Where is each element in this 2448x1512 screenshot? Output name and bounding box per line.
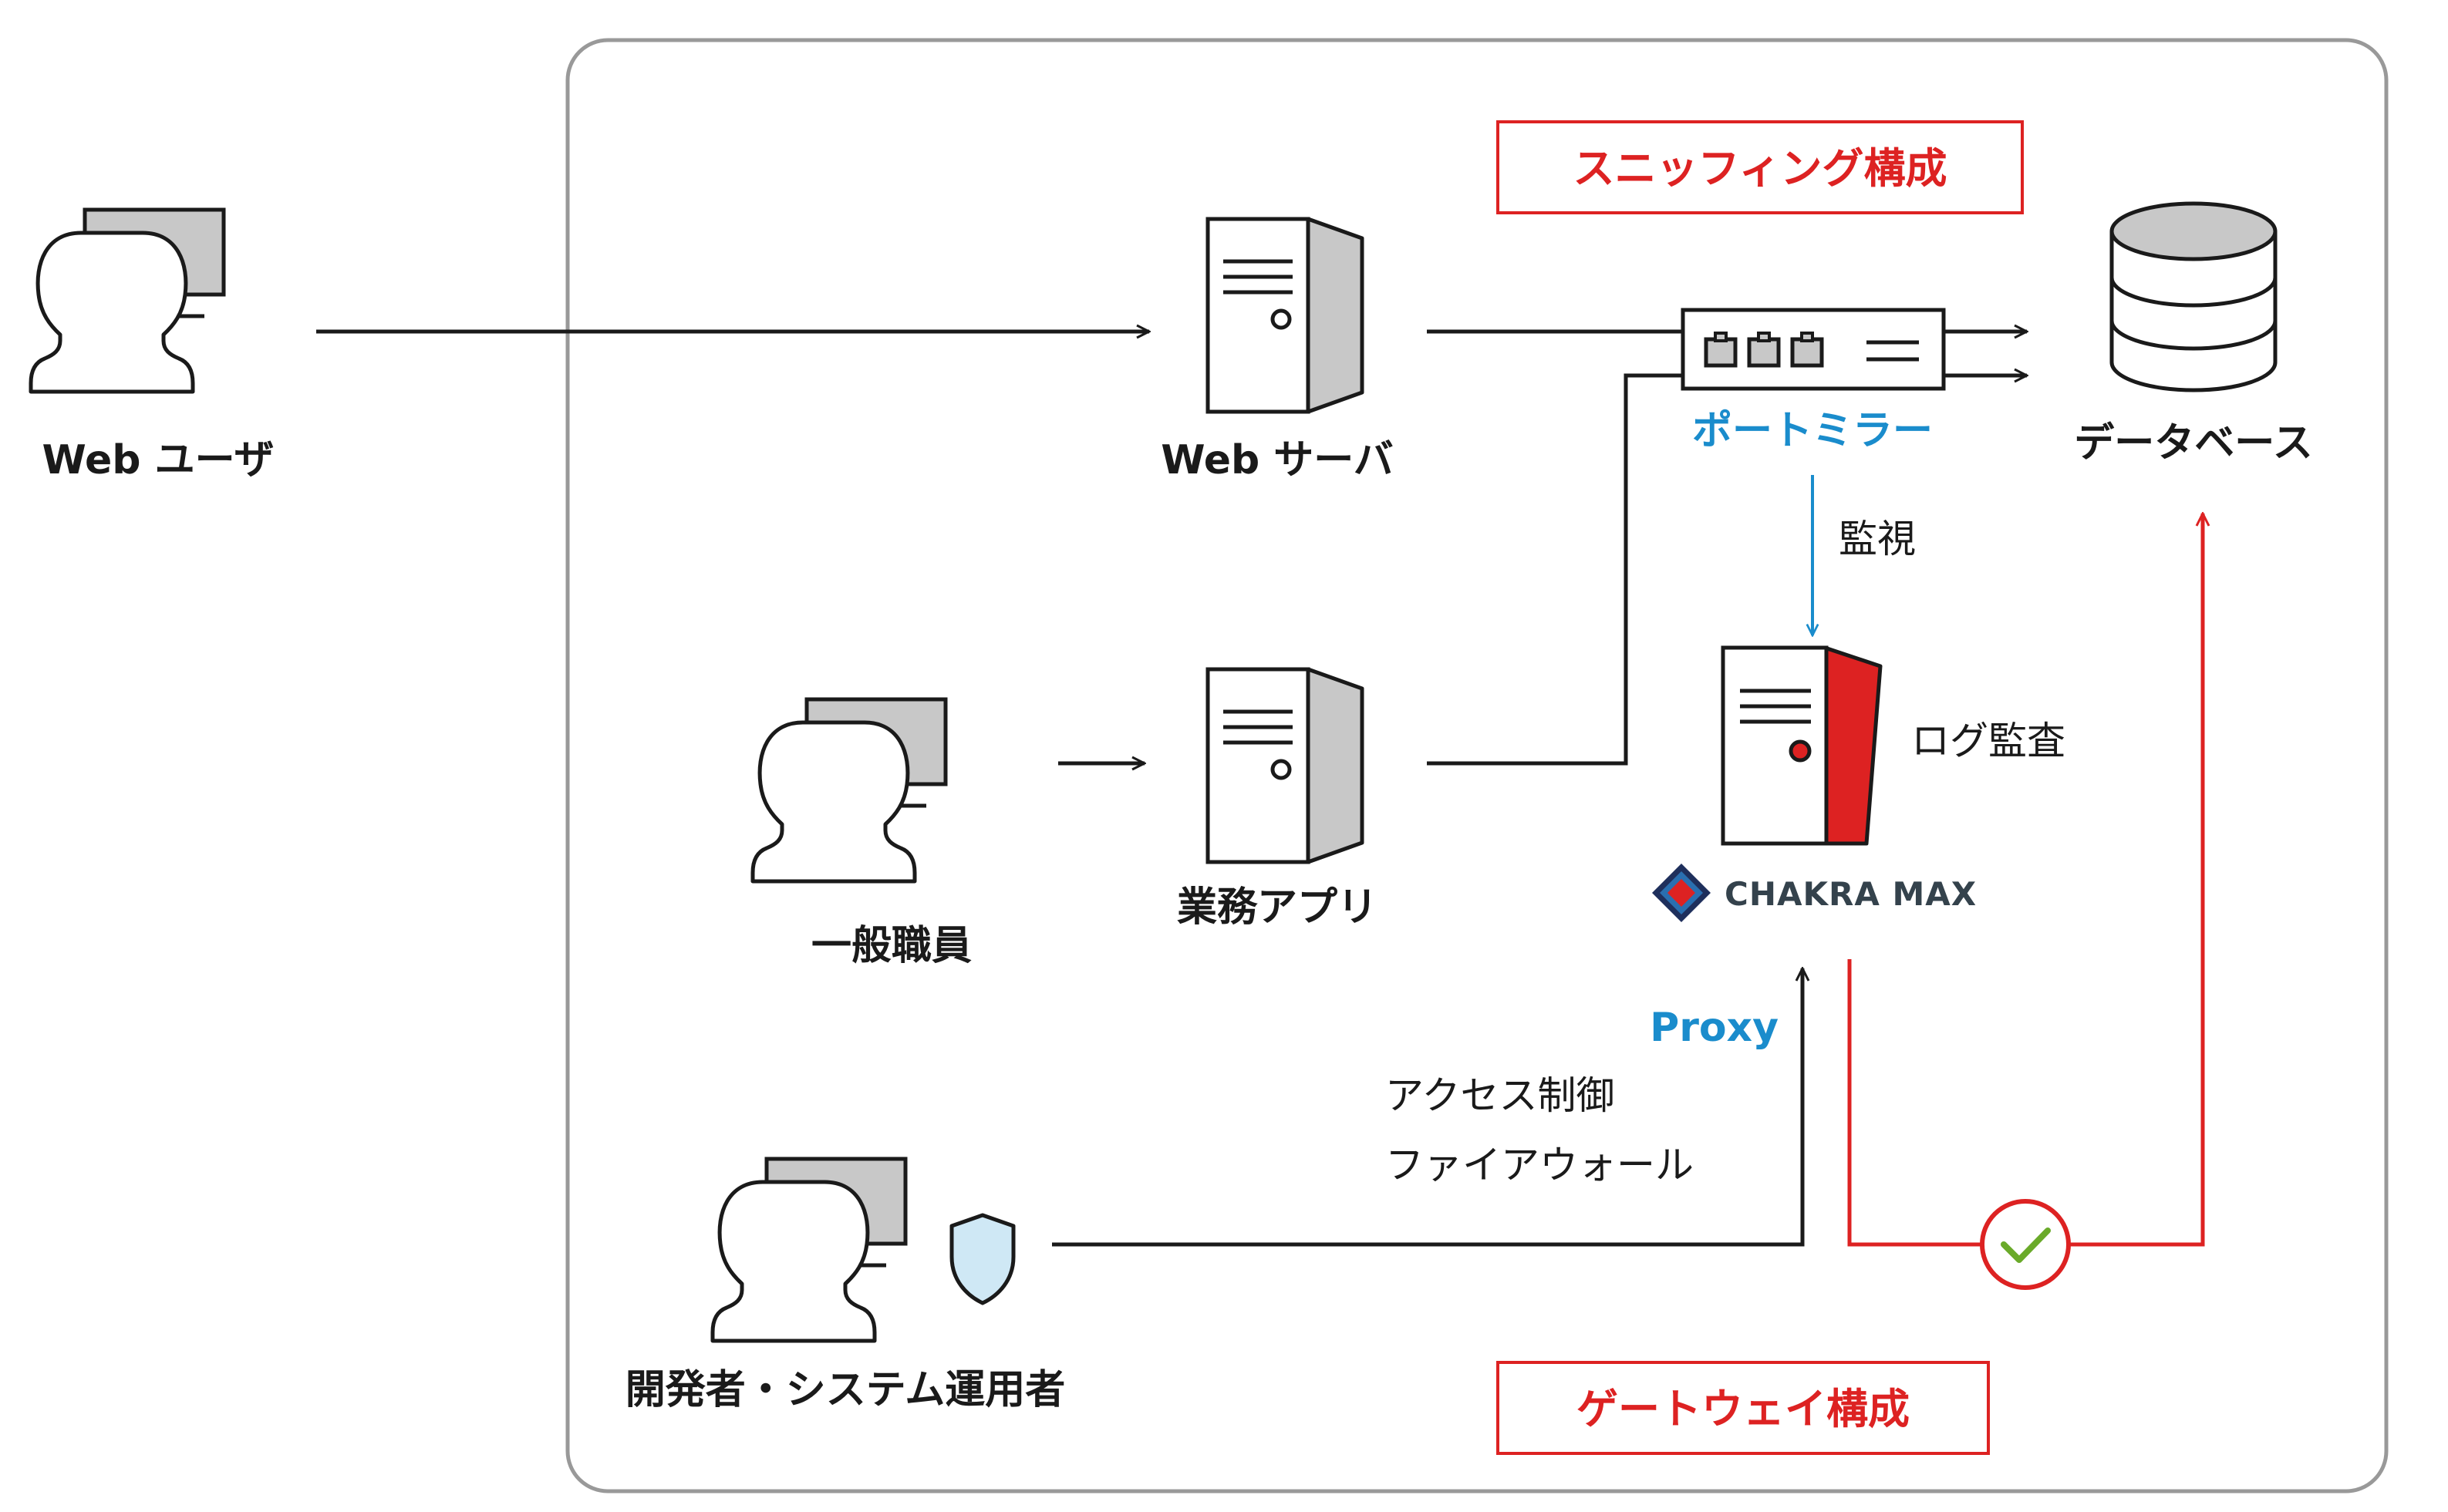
firewall-label: ファイアウォール bbox=[1385, 1143, 1694, 1187]
developer-icon bbox=[713, 1159, 905, 1341]
check-icon bbox=[1980, 1199, 2071, 1290]
developer-label: 開発者・システム運用者 bbox=[625, 1367, 1065, 1413]
access-control-label: アクセス制御 bbox=[1385, 1073, 1615, 1118]
chakra-max-brand: CHAKRA MAX bbox=[1725, 875, 1977, 913]
sniffing-config-text: スニッフィング構成 bbox=[1573, 144, 1947, 193]
business-app-icon bbox=[1208, 669, 1362, 862]
database-label: データベース bbox=[2074, 420, 2312, 466]
monitoring-label: 監視 bbox=[1839, 517, 1916, 561]
gateway-config-text: ゲートウェイ構成 bbox=[1576, 1385, 1910, 1433]
system-boundary-frame bbox=[565, 38, 2389, 1493]
connector-app-to-switch bbox=[1427, 373, 1683, 766]
log-audit-label: ログ監査 bbox=[1911, 719, 2065, 763]
business-app-label: 業務アプリ bbox=[1177, 884, 1377, 931]
web-user-icon bbox=[31, 210, 224, 392]
shield-icon bbox=[949, 1213, 1016, 1305]
chakra-max-server-icon bbox=[1721, 645, 1883, 846]
web-user-label: Web ユーザ bbox=[42, 437, 274, 483]
web-server-label: Web サーバ bbox=[1161, 437, 1394, 483]
web-server-icon bbox=[1208, 219, 1362, 412]
port-mirror-label: ポートミラー bbox=[1692, 408, 1933, 454]
general-staff-icon bbox=[753, 699, 946, 881]
sniffing-config-label: スニッフィング構成 bbox=[1496, 120, 2024, 214]
general-staff-label: 一般職員 bbox=[811, 923, 972, 969]
network-switch-icon bbox=[1681, 308, 1946, 391]
gateway-config-label: ゲートウェイ構成 bbox=[1496, 1361, 1990, 1455]
chakra-max-logo bbox=[1652, 864, 1711, 922]
connector-developer-to-chakra bbox=[1052, 968, 1802, 1247]
database-icon bbox=[2109, 201, 2278, 392]
proxy-label: Proxy bbox=[1650, 1005, 1779, 1051]
